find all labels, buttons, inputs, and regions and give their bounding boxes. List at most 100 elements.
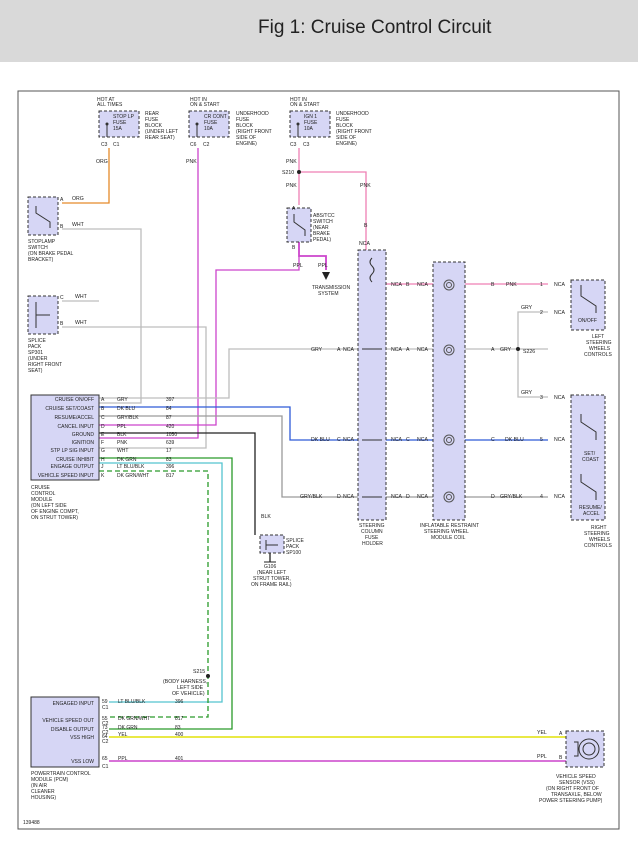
svg-text:(RIGHT FRONT: (RIGHT FRONT [236, 129, 272, 135]
pin-3: 3 [540, 395, 543, 401]
svg-text:396: 396 [166, 464, 175, 470]
pin-5: 5 [540, 437, 543, 443]
svg-text:SP100: SP100 [286, 550, 301, 556]
svg-text:396: 396 [175, 699, 184, 705]
svg-text:ACCEL: ACCEL [583, 511, 600, 517]
svg-text:LEFT: LEFT [592, 334, 604, 340]
svg-text:ABS/TCC: ABS/TCC [313, 213, 335, 219]
svg-text:INFLATABLE RESTRAINT: INFLATABLE RESTRAINT [420, 523, 479, 529]
svg-text:SIDE OF: SIDE OF [336, 135, 356, 141]
pin-a-col: A [337, 347, 341, 353]
splice-s215: S215 [193, 669, 205, 675]
svg-text:FUSE: FUSE [365, 535, 379, 541]
svg-text:MODULE (PCM): MODULE (PCM) [31, 777, 69, 783]
wire-gryblk [99, 415, 548, 498]
pin-2: 2 [540, 310, 543, 316]
label-nca-10: NCA [343, 437, 354, 443]
svg-text:J: J [101, 464, 104, 470]
wire-dkblu [99, 406, 548, 441]
svg-text:CRUISE: CRUISE [31, 485, 51, 491]
svg-text:C3: C3 [290, 142, 297, 148]
svg-text:817: 817 [175, 716, 184, 722]
svg-text:64: 64 [102, 734, 108, 740]
svg-text:55: 55 [102, 716, 108, 722]
svg-text:C: C [101, 415, 105, 421]
svg-text:PPL: PPL [118, 756, 128, 762]
svg-text:B: B [60, 321, 64, 327]
svg-text:STEERING: STEERING [359, 523, 385, 529]
svg-text:ON & START: ON & START [290, 102, 320, 108]
svg-text:CLEANER: CLEANER [31, 789, 55, 795]
page-title: Fig 1: Cruise Control Circuit [258, 17, 492, 38]
pin-1: 1 [540, 282, 543, 288]
label-pnk-ign1: PNK [286, 159, 297, 165]
svg-text:(UNDER: (UNDER [28, 356, 48, 362]
label-ppl-vss: PPL [537, 754, 547, 760]
s215-note-3: OF VEHICLE) [172, 691, 205, 697]
svg-text:639: 639 [166, 440, 175, 446]
page-header: Fig 1: Cruise Control Circuit [0, 0, 638, 62]
s215-note-2: LEFT SIDE [177, 685, 204, 691]
svg-text:A: A [60, 197, 64, 203]
label-dkblu-ctrl: DK BLU [505, 437, 524, 443]
pin-b-col2: B [406, 282, 410, 288]
pcm-row-0-label: ENGAGED INPUT [53, 701, 94, 707]
svg-text:SWITCH: SWITCH [28, 245, 48, 251]
svg-text:SET/: SET/ [584, 451, 596, 457]
s215-note-1: (BODY HARNESS, [163, 679, 207, 685]
splice-s210: S210 [282, 170, 294, 176]
svg-text:ON/OFF: ON/OFF [578, 318, 597, 324]
svg-text:COLUMN: COLUMN [361, 529, 383, 535]
svg-text:401: 401 [175, 756, 184, 762]
pin-4: 4 [540, 494, 543, 500]
svg-text:STEERING WHEEL: STEERING WHEEL [424, 529, 469, 535]
svg-text:UNDERHOOD: UNDERHOOD [336, 111, 369, 117]
label-gry-ctrl1: GRY [500, 347, 512, 353]
svg-text:BLK: BLK [117, 432, 127, 438]
svg-text:C: C [60, 295, 64, 301]
svg-text:CONTROLS: CONTROLS [584, 352, 612, 358]
svg-text:ALL TIMES: ALL TIMES [97, 102, 123, 108]
wire-ppl-cancel [99, 256, 300, 426]
svg-text:BLOCK: BLOCK [336, 123, 354, 129]
ccm-row-1-label: CRUISE SET/COAST [45, 406, 94, 412]
svg-text:BRAKE: BRAKE [313, 231, 331, 237]
label-wht-2: WHT [75, 294, 88, 300]
svg-text:SWITCH: SWITCH [313, 219, 333, 225]
svg-text:SPLICE: SPLICE [286, 538, 304, 544]
svg-text:D: D [101, 424, 105, 430]
svg-text:(ON RIGHT FRONT OF: (ON RIGHT FRONT OF [546, 786, 599, 792]
pin-c-coil: C [491, 437, 495, 443]
svg-text:REAR: REAR [145, 111, 159, 117]
svg-text:397: 397 [166, 397, 175, 403]
svg-text:F: F [101, 440, 104, 446]
svg-text:83: 83 [175, 725, 181, 731]
svg-text:BLOCK: BLOCK [236, 123, 254, 129]
ccm-row-0-label: CRUISE ON/OFF [55, 397, 94, 403]
wire-wht-stoplamp [62, 228, 142, 404]
splice-s226-dot [516, 347, 520, 351]
label-ppl-1: PPL [293, 263, 303, 269]
svg-text:COAST: COAST [582, 457, 599, 463]
svg-text:TRANSMISSION: TRANSMISSION [312, 285, 350, 291]
svg-text:HOLDER: HOLDER [362, 541, 383, 547]
label-nca-8: NCA [417, 347, 428, 353]
svg-text:SEAT): SEAT) [28, 368, 43, 374]
label-nca-2: NCA [391, 282, 402, 288]
svg-text:ON STRUT TOWER): ON STRUT TOWER) [31, 515, 78, 521]
wire-pnk-main [298, 148, 367, 230]
label-wht-1: WHT [72, 222, 85, 228]
svg-text:STEERING: STEERING [584, 531, 610, 537]
pin-d-coil: D [491, 494, 495, 500]
ccm-row-4-label: GROUND [72, 432, 95, 438]
splice-s226: S226 [523, 349, 535, 355]
svg-text:(NEAR: (NEAR [313, 225, 329, 231]
svg-text:H: H [101, 457, 105, 463]
powertrain-control-module: ENGAGED INPUT VEHICLE SPEED OUT DISABLE … [30, 696, 184, 801]
svg-text:73: 73 [102, 725, 108, 731]
wire-gry-onoff [99, 348, 548, 399]
